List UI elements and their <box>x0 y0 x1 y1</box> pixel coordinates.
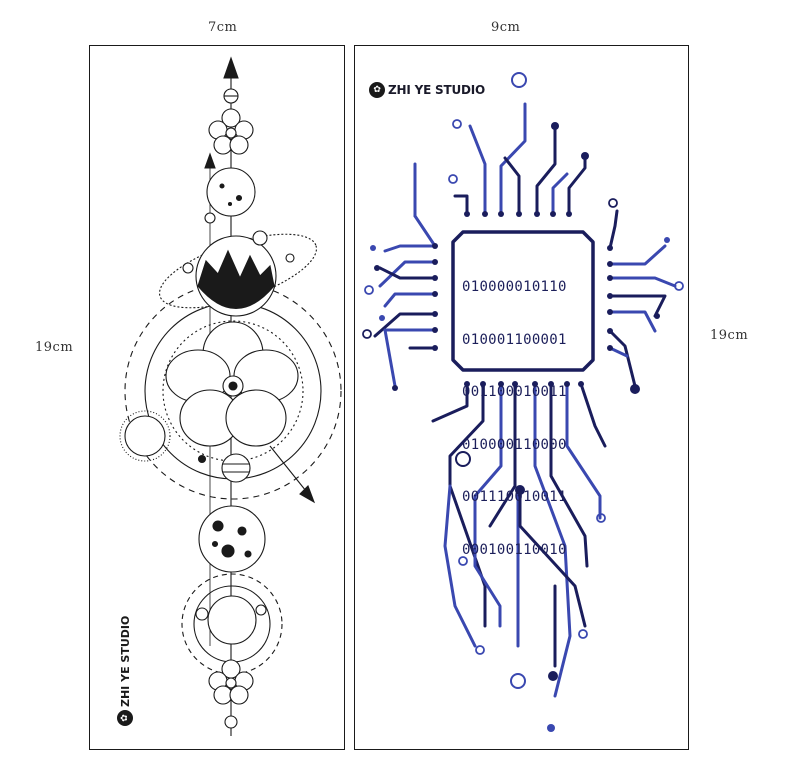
tiny-planet <box>204 212 216 224</box>
binary-row: 010000110000 <box>462 436 567 453</box>
left-height-label: 19cm <box>35 340 74 355</box>
binary-row: 010000010110 <box>462 279 567 295</box>
circuit-chip-tattoo-panel: ✿ ZHI YE STUDIO <box>354 45 689 750</box>
small-arrow-icon <box>204 152 216 169</box>
lower-planet <box>207 595 257 645</box>
solar-system-artwork <box>119 56 342 736</box>
panda-badge-icon: ✿ <box>369 82 385 98</box>
flower-large-icon <box>165 321 299 447</box>
left-width-label: 7cm <box>208 20 238 35</box>
solar-system-tattoo-panel: ✿ ZHI YE STUDIO <box>89 45 345 750</box>
binary-row: 010001100001 <box>462 331 567 348</box>
planet-ring <box>158 233 318 309</box>
stippled-planet <box>206 167 256 217</box>
flower-top-icon <box>208 108 254 155</box>
panda-badge-icon: ✿ <box>117 710 133 726</box>
striped-planet <box>221 453 251 483</box>
brand-name: ZHI YE STUDIO <box>118 615 132 707</box>
right-width-label: 9cm <box>491 20 521 35</box>
diagonal-arrow-icon <box>299 485 316 504</box>
brand-name: ZHI YE STUDIO <box>388 83 486 97</box>
brand-horizontal: ✿ ZHI YE STUDIO <box>369 82 485 98</box>
binary-row: 001110010011 <box>462 489 567 505</box>
diagonal-arrow-line <box>269 445 311 497</box>
moon-2 <box>182 262 194 274</box>
orbit-ring-4 <box>181 573 283 675</box>
binary-row: 000100110010 <box>462 541 567 558</box>
flower-bottom-icon <box>208 659 254 705</box>
chip-binary-text: 010000010110 010001100001 001100010011 0… <box>462 244 567 594</box>
binary-row: 001100010011 <box>462 384 567 400</box>
brand-vertical: ✿ ZHI YE STUDIO <box>117 616 133 726</box>
sun-icon <box>124 415 166 457</box>
top-arrow-icon <box>223 56 239 79</box>
orbit-ring-3 <box>162 320 304 462</box>
moon-3 <box>285 253 295 263</box>
circuit-artwork <box>362 72 684 732</box>
cratered-moon <box>198 505 266 573</box>
moon-1 <box>252 230 268 246</box>
small-planet-bottom <box>224 715 238 729</box>
right-height-label: 19cm <box>710 328 749 343</box>
chip-body <box>451 230 595 372</box>
